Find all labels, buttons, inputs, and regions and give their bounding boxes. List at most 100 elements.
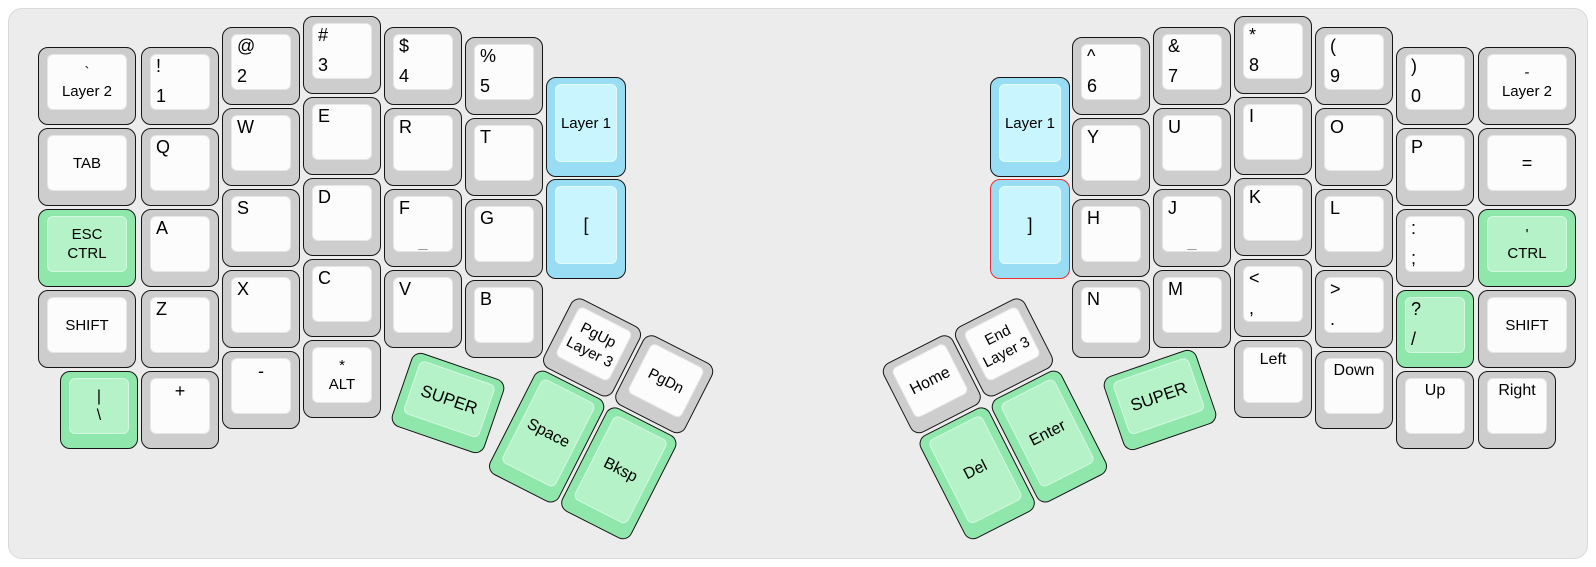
key-legend: / [1411, 329, 1417, 349]
keycap-top-surface [555, 186, 617, 264]
key-minus[interactable]: - [222, 351, 300, 429]
homing-bar-indicator: _ [1187, 234, 1197, 251]
key-legend: % [480, 46, 497, 66]
key-legend-group: *ALT [312, 347, 372, 403]
key-b[interactable]: B [465, 280, 543, 358]
keycap-top-surface [312, 104, 372, 160]
key-legend: Q [156, 137, 171, 157]
key-shift-left[interactable]: SHIFT [38, 290, 136, 368]
key-0-rparen[interactable]: )0 [1396, 47, 1474, 125]
key-legend: , [1249, 298, 1255, 318]
key-legend-group: 'CTRL [1487, 216, 1567, 272]
keycap-top-surface [1487, 54, 1567, 110]
key-legend: Right [1498, 382, 1536, 399]
key-3-hash[interactable]: #3 [303, 16, 381, 94]
key-n[interactable]: N [1072, 280, 1150, 358]
key-up[interactable]: Up [1396, 371, 1474, 449]
key-m[interactable]: M [1153, 270, 1231, 348]
key-z[interactable]: Z [141, 290, 219, 368]
keycap-top-surface [1162, 115, 1222, 171]
key-c[interactable]: C [303, 259, 381, 337]
key-left-bracket[interactable]: [ [546, 179, 626, 279]
key-legend: ! [156, 56, 162, 76]
key-l[interactable]: L [1315, 189, 1393, 267]
keycap-top-surface [1243, 347, 1303, 403]
key-8-star[interactable]: *8 [1234, 16, 1312, 94]
key-grave-layer2[interactable]: `Layer 2 [38, 47, 136, 125]
key-p[interactable]: P [1396, 128, 1474, 206]
key-legend: S [237, 198, 250, 218]
keycap-top-surface [474, 287, 534, 343]
keycap-top-surface [1243, 23, 1303, 79]
key-down[interactable]: Down [1315, 351, 1393, 429]
key-y[interactable]: Y [1072, 118, 1150, 196]
key-legend: Home [907, 363, 953, 398]
keycap-top-surface [1162, 196, 1222, 252]
key-v[interactable]: V [384, 270, 462, 348]
key-legend: O [1330, 117, 1345, 137]
key-quote-ctrl[interactable]: 'CTRL [1478, 209, 1576, 287]
key-e[interactable]: E [303, 97, 381, 175]
keycap-top-surface [1081, 287, 1141, 343]
key-legend: ? [1411, 299, 1422, 319]
key-comma-lt[interactable]: <, [1234, 259, 1312, 337]
key-w[interactable]: W [222, 108, 300, 186]
key-star-alt[interactable]: *ALT [303, 340, 381, 418]
key-1-exclam[interactable]: !1 [141, 47, 219, 125]
key-tab[interactable]: TAB [38, 128, 136, 206]
key-legend-group: |\ [69, 378, 129, 434]
key-u[interactable]: U [1153, 108, 1231, 186]
keycap-top-surface [393, 277, 453, 333]
keycap-top-surface [393, 34, 453, 90]
keycap-top-surface [1243, 185, 1303, 241]
key-legend: ` [84, 64, 90, 81]
key-q[interactable]: Q [141, 128, 219, 206]
key-a[interactable]: A [141, 209, 219, 287]
key-shift-right[interactable]: SHIFT [1478, 290, 1576, 368]
key-layer1-left[interactable]: Layer 1 [546, 77, 626, 177]
key-pipe-backslash[interactable]: |\ [60, 371, 138, 449]
key-s[interactable]: S [222, 189, 300, 267]
key-d[interactable]: D [303, 178, 381, 256]
key-k[interactable]: K [1234, 178, 1312, 256]
key-r[interactable]: R [384, 108, 462, 186]
key-right[interactable]: Right [1478, 371, 1556, 449]
key-legend: ( [1330, 36, 1336, 56]
keycap-top-surface [1324, 196, 1384, 252]
key-legend: Bksp [600, 454, 641, 486]
key-x[interactable]: X [222, 270, 300, 348]
key-o[interactable]: O [1315, 108, 1393, 186]
key-equals[interactable]: = [1478, 128, 1576, 206]
key-left[interactable]: Left [1234, 340, 1312, 418]
keycap-top-surface [1487, 297, 1567, 353]
keycap-top-surface [47, 54, 127, 110]
key-h[interactable]: H [1072, 199, 1150, 277]
key-legend: H [1087, 208, 1100, 228]
key-6-caret[interactable]: ^6 [1072, 37, 1150, 115]
key-9-lparen[interactable]: (9 [1315, 27, 1393, 105]
keycap-top-surface [150, 297, 210, 353]
key-legend: SUPER [418, 380, 481, 418]
key-period-gt[interactable]: >. [1315, 270, 1393, 348]
key-legend: ALT [328, 376, 356, 393]
key-semicolon-colon[interactable]: :; [1396, 209, 1474, 287]
key-j[interactable]: J_ [1153, 189, 1231, 267]
key-layer1-right[interactable]: Layer 1 [990, 77, 1070, 177]
key-plus[interactable]: + [141, 371, 219, 449]
key-minus-layer2[interactable]: -Layer 2 [1478, 47, 1576, 125]
key-f[interactable]: F_ [384, 189, 462, 267]
key-slash-question[interactable]: ?/ [1396, 290, 1474, 368]
keycap-top-surface [231, 358, 291, 414]
keycap-top-surface [1162, 277, 1222, 333]
keycap-top-surface [1487, 135, 1567, 191]
key-i[interactable]: I [1234, 97, 1312, 175]
key-2-at[interactable]: @2 [222, 27, 300, 105]
key-t[interactable]: T [465, 118, 543, 196]
key-4-dollar[interactable]: $4 [384, 27, 462, 105]
key-legend: > [1330, 279, 1341, 299]
key-g[interactable]: G [465, 199, 543, 277]
key-7-amp[interactable]: &7 [1153, 27, 1231, 105]
key-5-percent[interactable]: %5 [465, 37, 543, 115]
key-right-bracket[interactable]: ] [990, 179, 1070, 279]
